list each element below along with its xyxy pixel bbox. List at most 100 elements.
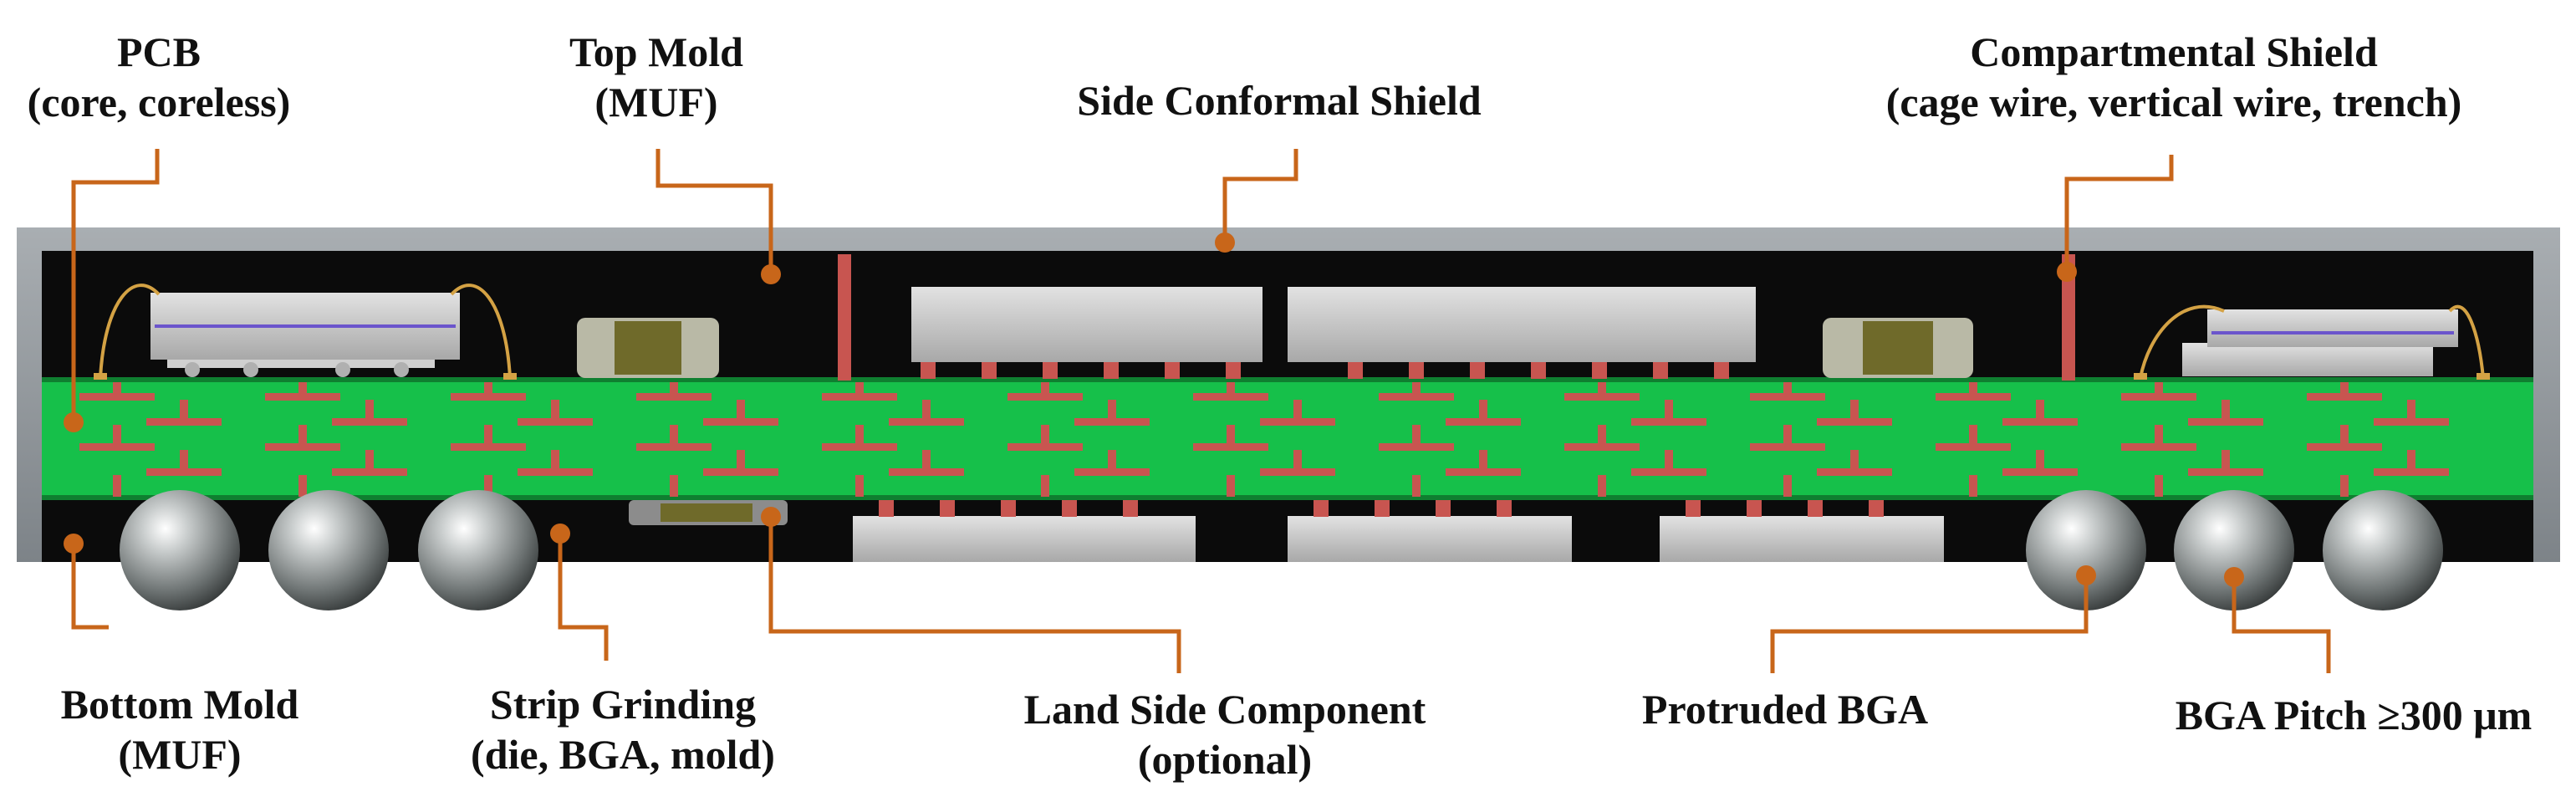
- via: [1041, 425, 1049, 450]
- via: [2036, 450, 2044, 475]
- via: [2221, 400, 2230, 425]
- bga-ball: [268, 490, 389, 610]
- label-land-side-component-subtitle: (optional): [1137, 736, 1313, 783]
- leader-compartment-shield: [2064, 155, 2174, 272]
- via: [1598, 475, 1606, 497]
- via: [1665, 400, 1673, 425]
- via: [1041, 382, 1049, 401]
- label-protruded-bga-title: Protruded BGA: [1641, 686, 1929, 733]
- via: [2340, 475, 2349, 497]
- bump: [982, 362, 997, 379]
- leader-pcb: [71, 149, 160, 422]
- bga-balls: [120, 490, 2443, 610]
- bump: [1348, 362, 1363, 379]
- via: [484, 425, 492, 450]
- via: [180, 400, 188, 425]
- via: [2407, 400, 2415, 425]
- bump: [1226, 362, 1241, 379]
- via: [922, 400, 931, 425]
- via: [113, 475, 121, 497]
- via: [1412, 425, 1421, 450]
- bump: [940, 500, 955, 517]
- via: [1227, 425, 1235, 450]
- via: [484, 382, 492, 401]
- bump: [1314, 500, 1329, 517]
- land-side-component-2: [1288, 516, 1572, 562]
- bump: [1375, 500, 1390, 517]
- via: [1850, 450, 1859, 475]
- flip-chip-component-1: [911, 287, 1262, 362]
- label-strip-grinding: Strip Grinding (die, BGA, mold): [443, 679, 803, 779]
- via: [1293, 450, 1302, 475]
- via: [551, 450, 559, 475]
- via: [1227, 475, 1235, 497]
- compartment-shield-wall-left: [838, 254, 851, 381]
- bump: [1686, 500, 1701, 517]
- via: [737, 450, 745, 475]
- bga-ball: [418, 490, 538, 610]
- label-protruded-bga: Protruded BGA: [1609, 684, 1961, 734]
- label-strip-grinding-subtitle: (die, BGA, mold): [471, 731, 775, 778]
- bump: [1869, 500, 1884, 517]
- label-pcb-title: PCB: [117, 28, 201, 75]
- via: [1108, 450, 1116, 475]
- via: [1227, 382, 1235, 401]
- label-compartmental-shield-title: Compartmental Shield: [1970, 28, 2378, 75]
- bump: [921, 362, 936, 379]
- label-bga-pitch-title: BGA Pitch ≥300 μm: [2175, 692, 2533, 738]
- via: [1969, 475, 1977, 497]
- label-side-conformal-shield-title: Side Conformal Shield: [1077, 77, 1482, 124]
- via: [2407, 450, 2415, 475]
- via: [365, 400, 374, 425]
- bump: [1747, 500, 1762, 517]
- bump: [1470, 362, 1485, 379]
- via: [2221, 450, 2230, 475]
- leader-dots: [64, 232, 2244, 587]
- flip-chip-bumps: [921, 362, 1729, 379]
- via: [1969, 382, 1977, 401]
- via: [1783, 425, 1792, 450]
- bump: [879, 500, 894, 517]
- bga-ball: [120, 490, 240, 610]
- via: [484, 475, 492, 497]
- bump: [1497, 500, 1512, 517]
- passive-component-top-right: [1823, 318, 1973, 378]
- label-side-conformal-shield: Side Conformal Shield: [1028, 75, 1530, 125]
- label-bga-pitch: BGA Pitch ≥300 μm: [2140, 690, 2567, 740]
- via: [1412, 475, 1421, 497]
- bump: [1409, 362, 1424, 379]
- via: [113, 382, 121, 401]
- label-pcb-subtitle: (core, coreless): [27, 79, 291, 125]
- wire-bonded-die-left: [94, 284, 517, 380]
- bump: [1592, 362, 1607, 379]
- via: [1293, 400, 1302, 425]
- via: [298, 382, 307, 401]
- bga-ball: [2026, 490, 2146, 610]
- bump: [1123, 500, 1138, 517]
- leader-lines: [71, 149, 2331, 673]
- via: [180, 450, 188, 475]
- leader-land-side: [768, 517, 1181, 673]
- leader-side-shield: [1222, 149, 1298, 243]
- passive-component-top-left: [577, 318, 719, 378]
- land-side-bumps: [879, 500, 1884, 517]
- bump: [1104, 362, 1119, 379]
- bump: [1043, 362, 1058, 379]
- via: [298, 475, 307, 497]
- label-top-mold-title: Top Mold: [569, 28, 743, 75]
- pcb-top-solder-mask: [42, 377, 2533, 382]
- leader-bottom-mold: [71, 544, 109, 630]
- compartment-shield-wall-right: [2062, 254, 2075, 381]
- label-compartmental-shield-subtitle: (cage wire, vertical wire, trench): [1885, 79, 2462, 125]
- label-bottom-mold-title: Bottom Mold: [60, 681, 299, 728]
- via: [1665, 450, 1673, 475]
- label-strip-grinding-title: Strip Grinding: [489, 681, 757, 728]
- bump: [1714, 362, 1729, 379]
- leader-top-mold: [655, 149, 773, 274]
- via: [1598, 425, 1606, 450]
- land-side-passive: [629, 500, 788, 525]
- via: [365, 450, 374, 475]
- pcb-routing-traces: [79, 382, 2449, 497]
